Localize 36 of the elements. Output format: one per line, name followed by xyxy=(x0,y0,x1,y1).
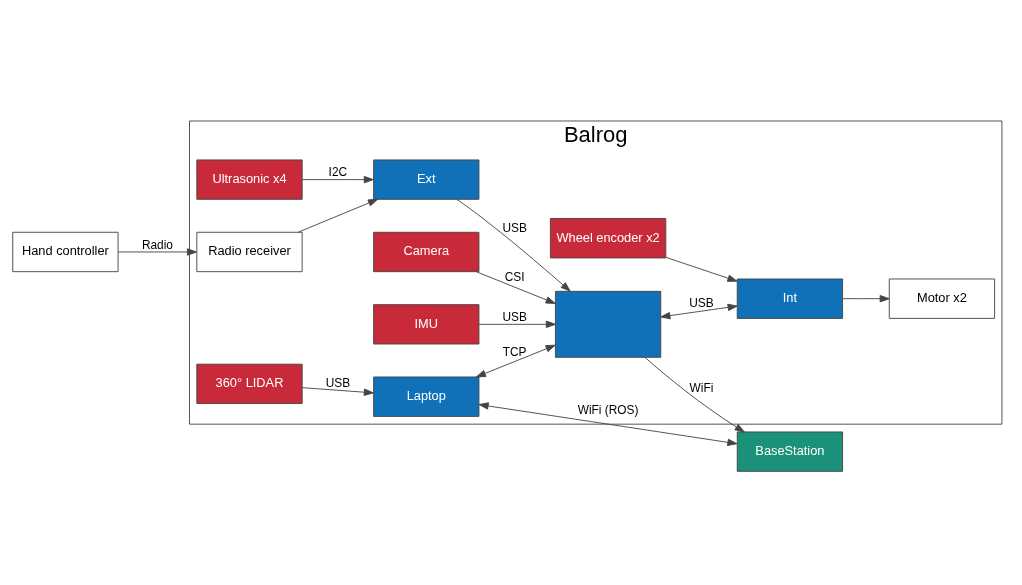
node-box: Hand controller xyxy=(12,231,119,273)
node-box: BaseStation xyxy=(736,431,844,472)
arrow xyxy=(301,175,374,184)
node-box xyxy=(554,290,662,358)
arrow xyxy=(478,402,738,446)
node-box: Ext xyxy=(373,159,480,200)
edge-label: USB xyxy=(689,296,714,311)
edge-label: TCP xyxy=(502,344,527,359)
arrow xyxy=(301,387,374,396)
node-box: Motor x2 xyxy=(888,278,996,319)
arrow xyxy=(475,271,556,304)
edge-label: USB xyxy=(325,375,351,390)
edge-label: CSI xyxy=(504,269,525,284)
arrow xyxy=(456,198,571,292)
arrow xyxy=(660,303,738,320)
arrow xyxy=(665,256,738,282)
arrow xyxy=(475,344,556,378)
edge-label: USB xyxy=(502,310,527,325)
edge-label: Radio xyxy=(141,237,173,252)
arrow xyxy=(842,295,890,303)
edge-label: WiFi xyxy=(689,380,714,395)
node-box: Laptop xyxy=(373,376,480,417)
edge-label: USB xyxy=(502,221,527,236)
arrow xyxy=(117,248,197,256)
node-box: 360° LIDAR xyxy=(196,363,303,404)
node-box: IMU xyxy=(373,304,480,345)
node-box: Radio receiver xyxy=(196,231,303,273)
edge-label: WiFi (ROS) xyxy=(577,402,639,417)
node-box: Wheel encoder x2 xyxy=(549,218,667,259)
node-box: Ultrasonic x4 xyxy=(196,159,303,200)
arrow xyxy=(644,357,745,433)
node-box: Int xyxy=(736,278,844,319)
edge-label: I2C xyxy=(328,165,348,180)
node-box: Camera xyxy=(373,231,480,273)
arrow xyxy=(478,320,556,328)
arrow xyxy=(297,198,379,233)
